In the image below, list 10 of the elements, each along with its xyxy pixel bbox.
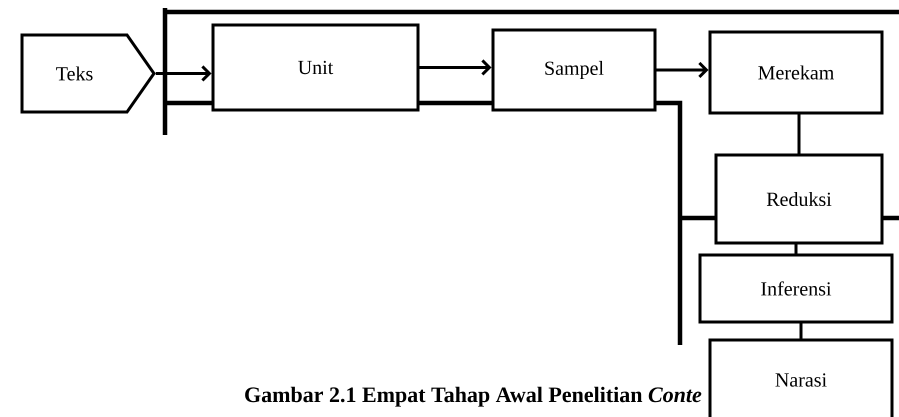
process-box: Merekam: [708, 30, 884, 114]
process-box: Sampel: [492, 28, 656, 112]
process-box: Inferensi: [698, 253, 894, 324]
process-box: Narasi: [708, 338, 894, 417]
arrow: [156, 65, 212, 82]
process-box: Reduksi: [714, 154, 884, 244]
figure-caption: Gambar 2.1 Empat Tahap Awal Penelitian Conte: [245, 386, 702, 407]
arrow: [420, 59, 492, 76]
process-box: Unit: [212, 24, 420, 112]
arrow: [656, 62, 708, 78]
